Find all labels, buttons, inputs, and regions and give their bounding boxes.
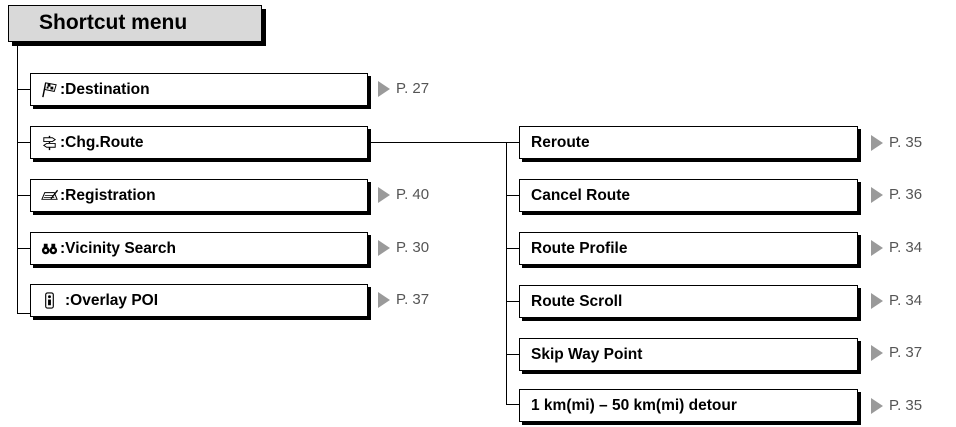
connector-reroute [506, 142, 519, 143]
arrow-icon [378, 239, 390, 256]
chg-route-to-submenu-line [368, 142, 506, 143]
registration-icon [41, 189, 59, 200]
overlay-poi-label: :Overlay POI [65, 291, 159, 309]
registration-box[interactable]: :Registration [30, 179, 368, 212]
left-trunk-line [17, 41, 18, 313]
cancel-route-label: Cancel Route [531, 186, 631, 204]
shortcut-menu-title-box: Shortcut menu [8, 5, 262, 42]
detour-box[interactable]: 1 km(mi) – 50 km(mi) detour [519, 389, 858, 422]
connector-chg-route [17, 142, 30, 143]
arrow-icon [871, 186, 883, 203]
connector-skip-way-point [506, 354, 519, 355]
arrow-icon [871, 344, 883, 361]
connector-overlay-poi [17, 313, 30, 314]
overlay-poi-box[interactable]: :Overlay POI [30, 284, 368, 317]
route-scroll-label: Route Scroll [531, 292, 623, 310]
page-ref-registration: P. 40 [378, 186, 429, 203]
chg-route-box[interactable]: :Chg.Route [30, 126, 368, 159]
registration-label: :Registration [60, 186, 156, 204]
reroute-box[interactable]: Reroute [519, 126, 858, 159]
arrow-icon [871, 292, 883, 309]
page-ref-vicinity-search: P. 30 [378, 239, 429, 256]
chg-route-label: :Chg.Route [60, 133, 144, 151]
connector-cancel-route [506, 195, 519, 196]
connector-registration [17, 195, 30, 196]
detour-label: 1 km(mi) – 50 km(mi) detour [531, 396, 737, 414]
page-ref-route-profile: P. 34 [871, 239, 922, 256]
page-ref-reroute: P. 35 [871, 134, 922, 151]
destination-label: :Destination [60, 80, 150, 98]
info-icon [45, 292, 54, 309]
arrow-icon [378, 186, 390, 203]
page-ref-skip-way-point: P. 37 [871, 344, 922, 361]
route-signpost-icon [42, 135, 57, 151]
arrow-icon [378, 291, 390, 308]
route-scroll-box[interactable]: Route Scroll [519, 285, 858, 318]
right-trunk-line [506, 142, 507, 404]
page-ref-detour: P. 35 [871, 397, 922, 414]
connector-detour [506, 404, 519, 405]
vicinity-search-label: :Vicinity Search [60, 239, 177, 257]
connector-destination [17, 89, 30, 90]
page-ref-route-scroll: P. 34 [871, 292, 922, 309]
arrow-icon [871, 397, 883, 414]
destination-box[interactable]: :Destination [30, 73, 368, 106]
page-ref-cancel-route: P. 36 [871, 186, 922, 203]
vicinity-search-box[interactable]: :Vicinity Search [30, 232, 368, 265]
connector-route-scroll [506, 301, 519, 302]
page-ref-destination: P. 27 [378, 80, 429, 97]
page-ref-overlay-poi: P. 37 [378, 291, 429, 308]
arrow-icon [871, 239, 883, 256]
connector-vicinity-search [17, 248, 30, 249]
route-profile-box[interactable]: Route Profile [519, 232, 858, 265]
skip-way-point-label: Skip Way Point [531, 345, 643, 363]
binoculars-icon [41, 243, 58, 255]
route-profile-label: Route Profile [531, 239, 628, 257]
connector-route-profile [506, 248, 519, 249]
arrow-icon [378, 80, 390, 97]
cancel-route-box[interactable]: Cancel Route [519, 179, 858, 212]
skip-way-point-box[interactable]: Skip Way Point [519, 338, 858, 371]
page-title: Shortcut menu [39, 11, 188, 34]
checkered-flag-icon [42, 82, 57, 98]
reroute-label: Reroute [531, 133, 590, 151]
arrow-icon [871, 134, 883, 151]
